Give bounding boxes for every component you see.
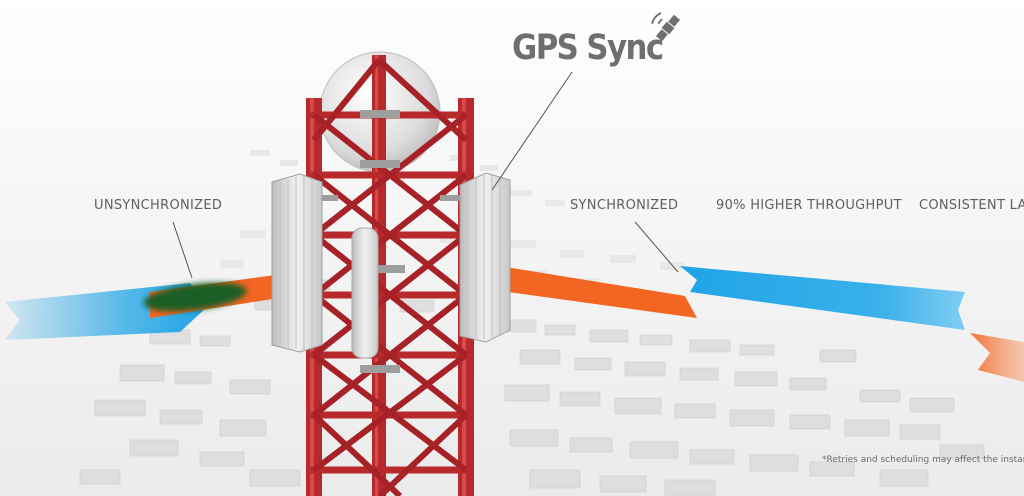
latency-label: CONSISTENT LAT [919,198,1024,213]
unsynchronized-signals [5,273,292,340]
synchronized-signals [493,265,1024,382]
synchronized-label: SYNCHRONIZED [570,198,679,213]
signal-orange-far [970,333,1024,382]
unsynchronized-pointer [172,221,193,279]
signal-orange-right [493,265,697,318]
interference-overlap [143,282,247,312]
antenna-panel-center [351,227,379,359]
unsynchronized-label: UNSYNCHRONIZED [94,198,223,213]
synchronized-pointer [634,221,679,273]
gps-sync-pointer [491,71,573,191]
satellite-icon [651,12,681,42]
signal-blue-right [680,266,965,330]
antenna-panel-left [271,173,323,353]
antenna-panel-right [459,172,511,343]
throughput-label: 90% HIGHER THROUGHPUT [716,198,902,213]
leader-lines [172,71,679,279]
gps-sync-heading: GPS Sync [512,28,664,68]
footnote: *Retries and scheduling may affect the i… [822,455,1024,465]
